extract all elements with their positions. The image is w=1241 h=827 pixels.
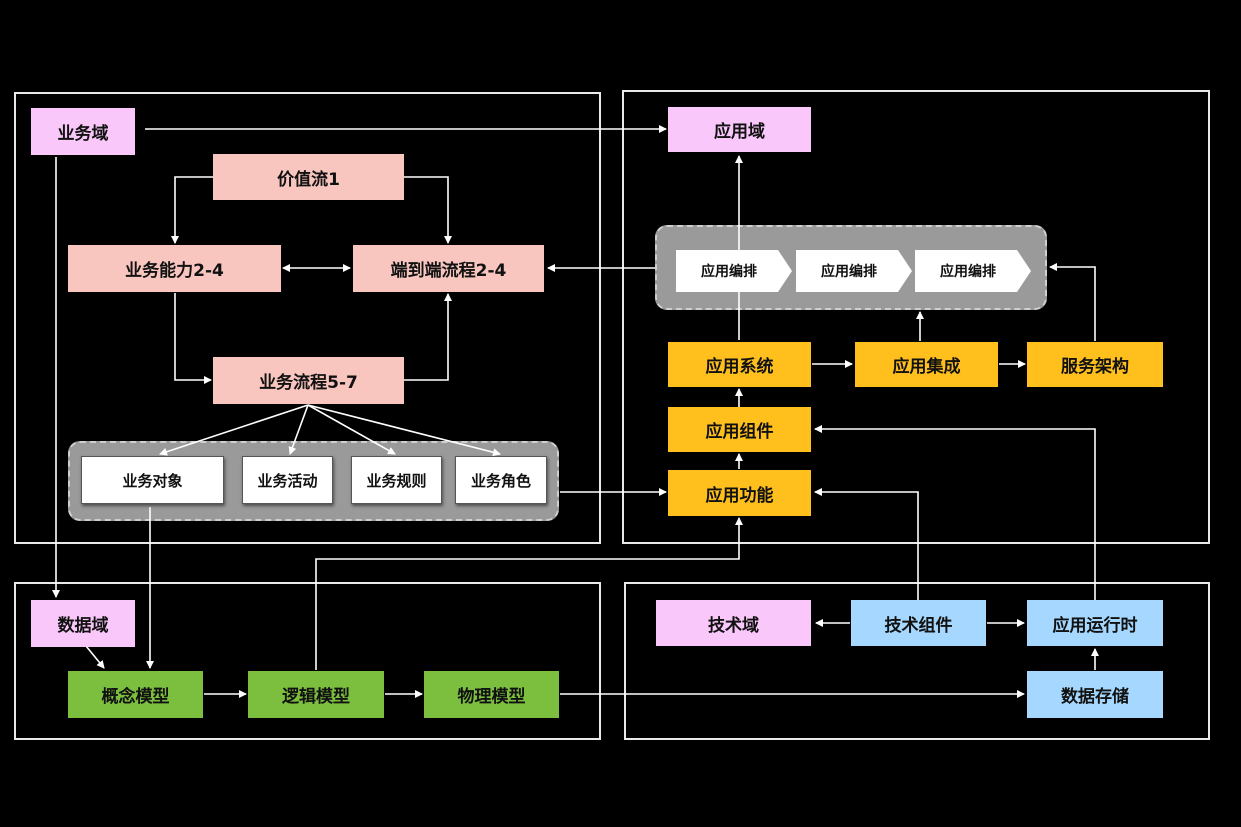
application-domain-box: 应用域 — [668, 107, 811, 152]
arrow-process-object — [159, 404, 309, 456]
arrow-process-e2e — [404, 293, 452, 381]
app-orchestration-1: 应用编排 — [676, 250, 792, 292]
arrow-process-role — [307, 404, 501, 457]
arrow-runtime-component — [814, 425, 1096, 600]
business-role-box: 业务角色 — [455, 456, 547, 504]
application-runtime-box: 应用运行时 — [1027, 600, 1163, 646]
arrow-service-orch — [1049, 263, 1096, 341]
application-frame — [622, 90, 1210, 544]
arrow-datadomain-conceptual — [85, 645, 105, 669]
arrow-value-e2e — [404, 176, 452, 244]
technology-component-box: 技术组件 — [851, 600, 986, 646]
e2e-process-box: 端到端流程2-4 — [353, 245, 544, 292]
arrow-process-activity — [288, 404, 309, 455]
data-domain-box: 数据域 — [31, 600, 135, 647]
business-frame — [14, 92, 601, 544]
arrow-techcomp-function — [814, 488, 919, 600]
application-component-box: 应用组件 — [668, 407, 811, 452]
arrow-process-rule — [307, 404, 396, 455]
arrow-value-capability — [171, 176, 213, 244]
app-orchestration-3: 应用编排 — [915, 250, 1031, 292]
logical-model-box: 逻辑模型 — [248, 671, 384, 718]
physical-model-box: 物理模型 — [424, 671, 559, 718]
app-orchestration-2: 应用编排 — [796, 250, 912, 292]
application-system-box: 应用系统 — [668, 342, 811, 387]
technology-domain-box: 技术域 — [656, 600, 811, 646]
business-rule-box: 业务规则 — [351, 456, 442, 504]
application-integration-box: 应用集成 — [855, 342, 998, 387]
data-frame — [14, 582, 601, 740]
business-capability-box: 业务能力2-4 — [68, 245, 281, 292]
arrow-logical-function — [315, 517, 743, 670]
conceptual-model-box: 概念模型 — [68, 671, 203, 718]
arrow-capability-process — [174, 293, 212, 384]
business-object-box: 业务对象 — [81, 456, 224, 504]
application-function-box: 应用功能 — [668, 470, 811, 516]
business-activity-box: 业务活动 — [242, 456, 333, 504]
business-process-box: 业务流程5-7 — [213, 357, 404, 404]
business-domain-box: 业务域 — [31, 108, 135, 155]
data-storage-box: 数据存储 — [1027, 671, 1163, 718]
value-stream-box: 价值流1 — [213, 154, 404, 200]
service-architecture-box: 服务架构 — [1027, 342, 1163, 387]
technology-frame — [624, 582, 1210, 740]
